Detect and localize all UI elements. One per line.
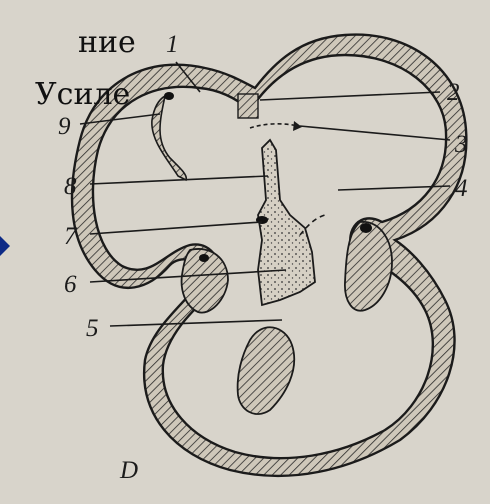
right-cushion: [345, 222, 392, 311]
caption-line-1: ние: [78, 25, 136, 60]
label-6: 6: [64, 271, 77, 298]
node-3: [360, 223, 372, 233]
leader-3: [300, 126, 450, 140]
label-2: 2: [447, 79, 460, 106]
node-4: [199, 254, 209, 262]
label-8: 8: [64, 173, 77, 200]
label-5: 5: [86, 315, 99, 342]
septum-primum: [152, 96, 186, 180]
leader-5: [110, 320, 282, 326]
figure-letter: D: [119, 457, 138, 484]
diamond-marker-icon: [0, 236, 10, 256]
label-9: 9: [58, 113, 71, 140]
label-1: 1: [166, 31, 179, 58]
sinus-valve: [238, 94, 258, 118]
label-7: 7: [64, 223, 78, 250]
lower-septum: [238, 327, 295, 414]
leader-7: [90, 222, 262, 234]
leader-2: [260, 92, 440, 100]
flow-arrow: [250, 124, 298, 128]
label-4: 4: [455, 175, 468, 202]
label-3: 3: [454, 131, 468, 158]
node-1: [164, 92, 174, 100]
caption-line-2: Усиле: [35, 77, 130, 112]
